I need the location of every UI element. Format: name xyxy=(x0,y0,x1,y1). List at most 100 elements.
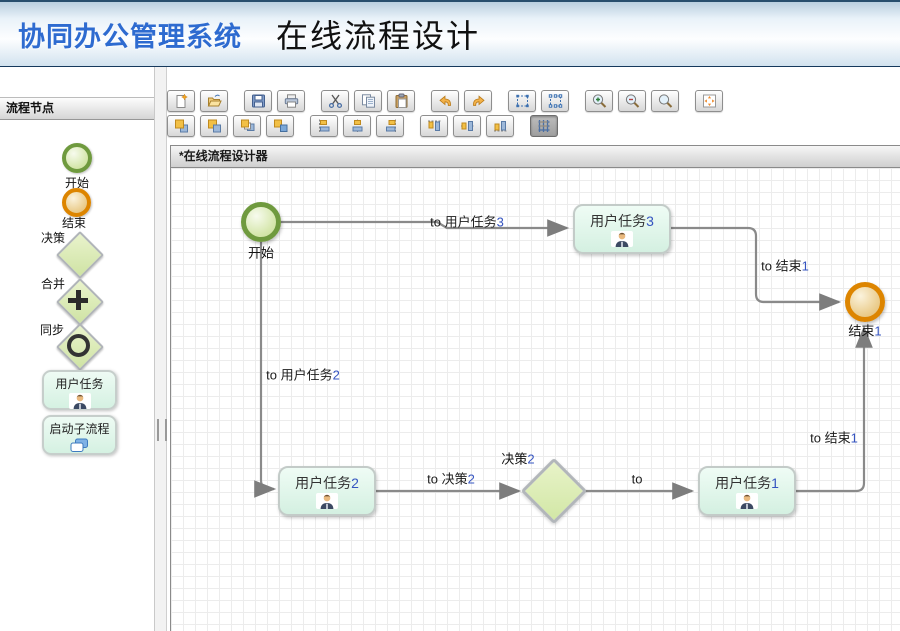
toolbar-button-zoom-in[interactable] xyxy=(585,90,613,112)
toolbar-button-align-left[interactable] xyxy=(310,115,338,137)
subprocess-icon xyxy=(70,438,89,457)
edge-start-task2[interactable] xyxy=(254,242,277,498)
to-front-icon xyxy=(173,118,190,134)
start-node-shape[interactable] xyxy=(62,143,92,173)
zoom-in-icon xyxy=(591,93,608,109)
node-label: 用户任务2 xyxy=(295,475,359,491)
sync-node-shape[interactable] xyxy=(55,322,105,372)
node-end1[interactable] xyxy=(845,282,885,322)
brand-title: 协同办公管理系统 xyxy=(18,21,242,52)
node-dec2-label: 决策2 xyxy=(501,451,535,467)
toolbar-button-grid-toggle[interactable] xyxy=(530,115,558,137)
main-area: 流程节点 开始结束决策合并同步用户任务启动子流程 *在线流程设计器 to 用户任… xyxy=(0,67,900,631)
toolbar-group xyxy=(508,90,574,112)
toolbar xyxy=(167,89,900,139)
edge-layer xyxy=(254,219,873,500)
toolbar-button-select-region[interactable] xyxy=(508,90,536,112)
toolbar-button-paste[interactable] xyxy=(387,90,415,112)
paste-icon xyxy=(393,93,410,109)
merge-node-shape[interactable] xyxy=(55,277,105,327)
node-dec2[interactable] xyxy=(520,457,588,525)
align-top-icon xyxy=(426,118,443,134)
palette-item-label: 启动子流程 xyxy=(49,422,110,436)
person-icon xyxy=(736,493,758,509)
send-backward-icon xyxy=(272,118,289,134)
palette-item-label: 合并 xyxy=(40,277,65,291)
palette-item-label: 同步 xyxy=(39,323,64,337)
splitter-grip-icon[interactable] xyxy=(157,419,167,441)
toolbar-button-open[interactable] xyxy=(200,90,228,112)
edge-task3-end1-label: to 结束1 xyxy=(761,258,809,274)
node-task2[interactable]: 用户任务2 xyxy=(278,466,376,516)
user-task-node-shape[interactable]: 用户任务 xyxy=(42,370,117,410)
toolbar-button-align-right[interactable] xyxy=(376,115,404,137)
toolbar-button-zoom-reset[interactable] xyxy=(651,90,679,112)
undo-icon xyxy=(437,93,454,109)
toolbar-button-print[interactable] xyxy=(277,90,305,112)
app-header: 协同办公管理系统 在线流程设计 xyxy=(0,0,900,69)
align-right-icon xyxy=(382,118,399,134)
node-label: 用户任务1 xyxy=(715,475,779,491)
toolbar-row-2 xyxy=(167,114,900,138)
node-end1-label: 结束1 xyxy=(848,323,882,339)
toolbar-button-align-middle[interactable] xyxy=(453,115,481,137)
toolbar-button-to-back[interactable] xyxy=(200,115,228,137)
node-start-label: 开始 xyxy=(247,245,275,261)
toolbar-button-to-front[interactable] xyxy=(167,115,195,137)
sync-icon xyxy=(56,323,100,367)
tab-designer[interactable]: *在线流程设计器 xyxy=(170,145,900,168)
node-label: 用户任务3 xyxy=(590,213,654,229)
merge-icon xyxy=(56,278,100,322)
toolbar-group xyxy=(321,90,420,112)
toolbar-button-undo[interactable] xyxy=(431,90,459,112)
subprocess-node-shape[interactable]: 启动子流程 xyxy=(42,415,117,455)
toolbar-button-save[interactable] xyxy=(244,90,272,112)
align-left-icon xyxy=(316,118,333,134)
toolbar-button-copy[interactable] xyxy=(354,90,382,112)
toolbar-group xyxy=(244,90,310,112)
new-file-icon xyxy=(173,93,190,109)
end-node-shape[interactable] xyxy=(61,187,91,217)
edge-task1-end1[interactable] xyxy=(796,325,873,493)
copy-icon xyxy=(360,93,377,109)
person-icon xyxy=(316,493,338,509)
align-bottom-icon xyxy=(492,118,509,134)
edge-start-task3[interactable] xyxy=(281,219,570,237)
toolbar-button-send-backward[interactable] xyxy=(266,115,294,137)
cut-icon xyxy=(327,93,344,109)
palette-item-label: 用户任务 xyxy=(55,377,104,391)
person-icon xyxy=(611,231,633,247)
toolbar-group xyxy=(167,115,299,137)
toolbar-button-bring-forward[interactable] xyxy=(233,115,261,137)
toolbar-button-select-all[interactable] xyxy=(541,90,569,112)
node-task1[interactable]: 用户任务1 xyxy=(698,466,796,516)
edge-dec2-task1-label: to xyxy=(631,471,643,487)
toolbar-group xyxy=(695,90,728,112)
node-task3[interactable]: 用户任务3 xyxy=(573,204,671,254)
decision-shape[interactable] xyxy=(520,457,588,525)
edge-start-task3-label: to 用户任务3 xyxy=(430,214,504,230)
toolbar-button-align-top[interactable] xyxy=(420,115,448,137)
toolbar-group xyxy=(167,90,233,112)
edge-task3-end1[interactable] xyxy=(671,226,842,311)
page-title: 在线流程设计 xyxy=(276,18,481,54)
palette-panel: 流程节点 开始结束决策合并同步用户任务启动子流程 xyxy=(0,67,155,631)
toolbar-button-new-file[interactable] xyxy=(167,90,195,112)
palette-item-label: 开始 xyxy=(64,176,89,190)
grid-toggle-icon xyxy=(536,118,553,134)
toolbar-button-align-bottom[interactable] xyxy=(486,115,514,137)
toolbar-button-align-center[interactable] xyxy=(343,115,371,137)
edge-start-task2-label: to 用户任务2 xyxy=(266,367,340,383)
node-start[interactable] xyxy=(241,202,281,242)
toolbar-button-zoom-out[interactable] xyxy=(618,90,646,112)
redo-icon xyxy=(470,93,487,109)
print-icon xyxy=(283,93,300,109)
toolbar-button-fit-view[interactable] xyxy=(695,90,723,112)
toolbar-button-redo[interactable] xyxy=(464,90,492,112)
palette-item-label: 决策 xyxy=(40,231,65,245)
toolbar-button-cut[interactable] xyxy=(321,90,349,112)
panel-splitter[interactable] xyxy=(155,67,167,631)
select-region-icon xyxy=(514,93,531,109)
